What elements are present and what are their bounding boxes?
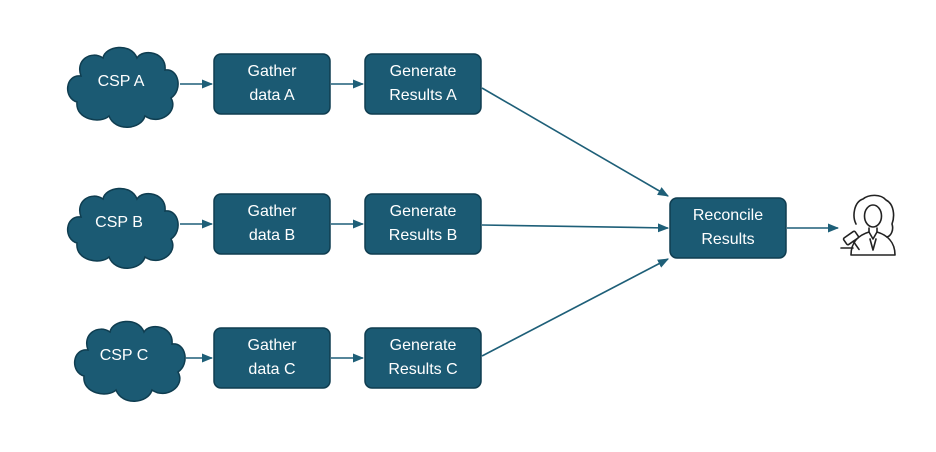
generate-b-box: Generate Results B	[364, 193, 482, 255]
gather-a-line1: Gather	[248, 63, 298, 80]
generate-b-line1: Generate	[390, 203, 457, 220]
csp-c-label: CSP C	[100, 347, 149, 364]
judge-icon	[840, 194, 896, 256]
gather-b-box: Gather data B	[213, 193, 331, 255]
csp-b-label: CSP B	[95, 214, 143, 231]
generate-c-box: Generate Results C	[364, 327, 482, 389]
generate-a-box: Generate Results A	[364, 53, 482, 115]
edges	[180, 79, 840, 363]
cloud-csp-a: CSP A	[67, 46, 179, 128]
edge-generate-a-to-reconcile	[481, 87, 669, 197]
reconcile-line1: Reconcile	[693, 207, 763, 224]
generate-c-line1: Generate	[390, 337, 457, 354]
gather-c-line1: Gather	[248, 337, 298, 354]
reconcile-box: Reconcile Results	[669, 197, 787, 259]
gather-a-box: Gather data A	[213, 53, 331, 115]
generate-a-line1: Generate	[390, 63, 457, 80]
cloud-csp-b: CSP B	[67, 187, 179, 269]
gather-b-line2: data B	[249, 227, 295, 244]
csp-a-label: CSP A	[98, 73, 145, 90]
cloud-shape	[67, 46, 179, 128]
edge-generate-c-to-reconcile	[481, 258, 669, 357]
generate-a-line2: Results A	[389, 87, 457, 104]
cloud-shape	[74, 320, 186, 402]
edge-generate-b-to-reconcile	[481, 223, 670, 233]
gather-c-box: Gather data C	[213, 327, 331, 389]
gather-b-line1: Gather	[248, 203, 298, 220]
reconcile-line2: Results	[701, 231, 754, 248]
cloud-csp-c: CSP C	[74, 320, 186, 402]
gather-c-line2: data C	[248, 361, 295, 378]
generate-c-line2: Results C	[388, 361, 457, 378]
gather-a-line2: data A	[249, 87, 295, 104]
generate-b-line2: Results B	[389, 227, 457, 244]
cloud-shape	[67, 187, 179, 269]
